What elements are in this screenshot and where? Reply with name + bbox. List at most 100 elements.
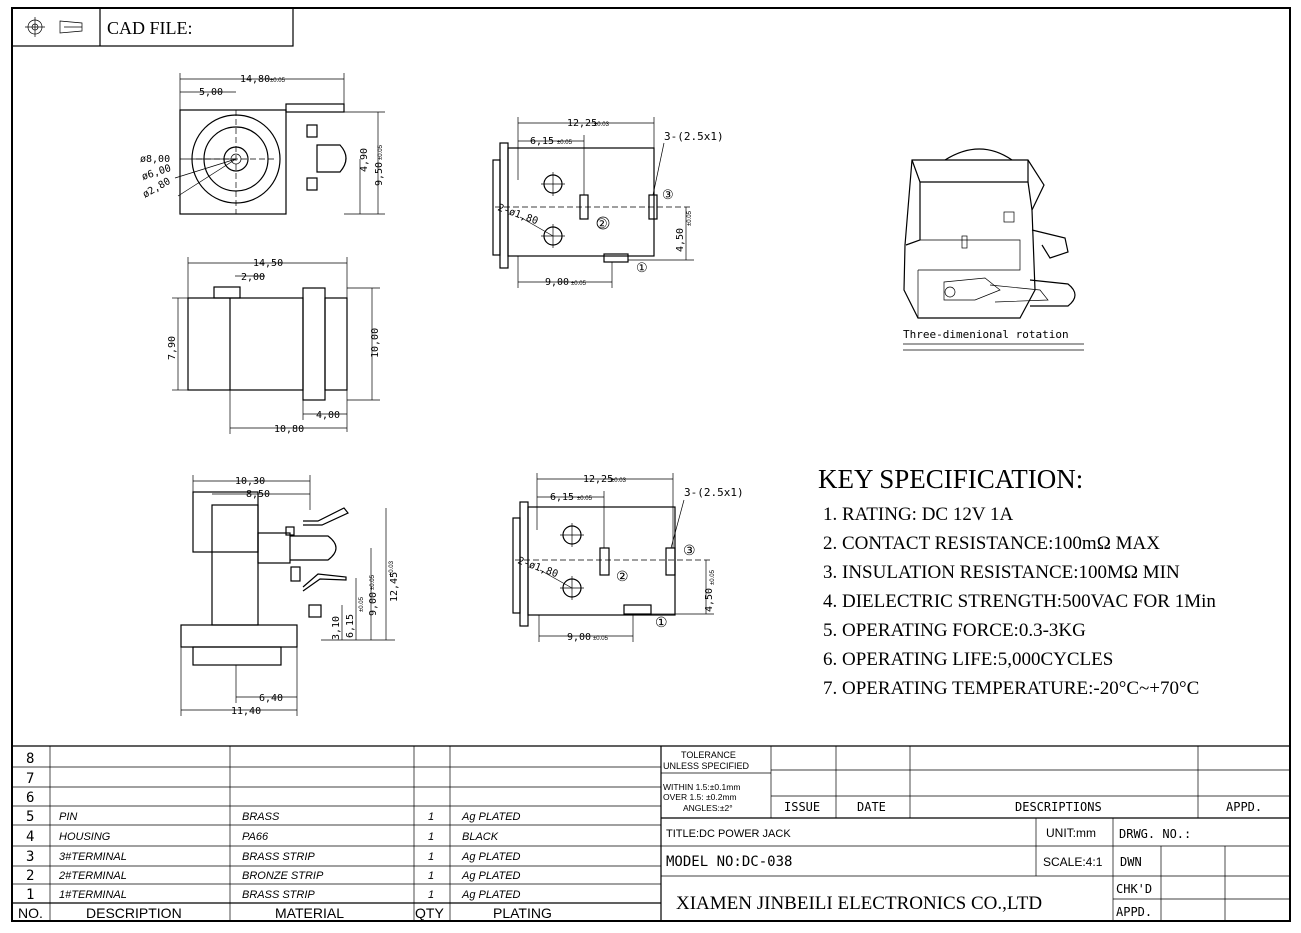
- dim-front-height-tol: ±0.05: [378, 144, 384, 160]
- title-block: TOLERANCE UNLESS SPECIFIED WITHIN 1.5:±0…: [661, 746, 1290, 921]
- table-row: 3 3#TERMINAL BRASS STRIP 1 Ag PLATED: [26, 849, 521, 865]
- dim-front-height: 9,50: [374, 162, 385, 186]
- dim-pcb2-base: 9,00: [567, 632, 591, 643]
- table-row: 7: [26, 771, 34, 787]
- spec-item-1: 1. RATING: DC 12V 1A: [823, 504, 1013, 525]
- table-row: 1 1#TERMINAL BRASS STRIP 1 Ag PLATED: [26, 887, 521, 903]
- date-label: DATE: [857, 800, 886, 814]
- dim-pcb1-base: 9,00: [545, 277, 569, 288]
- dim-pcb1-hole: 2-ø1,80: [496, 202, 539, 227]
- svg-text:1: 1: [428, 889, 434, 901]
- svg-text:QTY: QTY: [415, 905, 444, 921]
- spec-item-7: 7. OPERATING TEMPERATURE:-20°C~+70°C: [823, 678, 1199, 699]
- svg-text:BRASS STRIP: BRASS STRIP: [242, 851, 315, 863]
- cad-file-label: CAD FILE:: [107, 18, 193, 38]
- bottom-view: 10,30 8,50 3,10 6,15 ±0.05 9,00 ±0.05 12…: [180, 475, 400, 717]
- spec-item-5: 5. OPERATING FORCE:0.3-3KG: [823, 620, 1086, 641]
- table-row: 4 HOUSING PA66 1 BLACK: [26, 829, 499, 845]
- dim-pcb1-slot: 3-(2.5x1): [664, 130, 724, 143]
- model-number: MODEL NO:DC-038: [666, 854, 792, 870]
- svg-text:8: 8: [26, 751, 34, 767]
- dim-side-left-height: 7,90: [167, 336, 178, 360]
- dim-front-d1: ø8,00: [140, 154, 170, 165]
- spec-title: KEY SPECIFICATION:: [818, 464, 1083, 494]
- dim-pcb2-hole: 2-ø1,80: [516, 555, 559, 580]
- dwn-label: DWN: [1120, 855, 1142, 869]
- scale-label: SCALE:4:1: [1043, 855, 1103, 869]
- dim-pcb2-pitch: 6,15: [550, 492, 574, 503]
- svg-text:Ag PLATED: Ag PLATED: [461, 811, 521, 823]
- dim-bottom-b1: 6,40: [259, 693, 283, 704]
- svg-text:BRASS STRIP: BRASS STRIP: [242, 889, 315, 901]
- dim-side-tab: 2,00: [241, 272, 265, 283]
- dim-pcb2-pitch-tol: ±0.05: [577, 496, 593, 502]
- sheet-border: [11, 7, 1291, 922]
- dim-bottom-h3: 9,00: [368, 592, 379, 616]
- svg-text:BRASS: BRASS: [242, 811, 280, 823]
- front-view: 14,80 ±0.05 5,00 9,50 ±0.05 4,90 ø8,00 ø…: [140, 73, 385, 215]
- svg-text:PA66: PA66: [242, 831, 269, 843]
- chkd-label: CHK'D: [1116, 882, 1152, 896]
- spec-item-4: 4. DIELECTRIC STRENGTH:500VAC FOR 1Min: [823, 591, 1216, 612]
- svg-text:HOUSING: HOUSING: [59, 831, 111, 843]
- dim-side-flange: 4,00: [316, 410, 340, 421]
- table-row: 6: [26, 790, 34, 806]
- dim-pcb2-width: 12,25: [583, 474, 613, 485]
- dim-pcb1-vertical: 4,50: [675, 228, 686, 252]
- dim-bottom-w1: 10,30: [235, 476, 265, 487]
- dim-front-half: 4,90: [359, 148, 370, 172]
- spec-item-6: 6. OPERATING LIFE:5,000CYCLES: [823, 649, 1113, 670]
- header-box: CAD FILE:: [11, 7, 294, 47]
- svg-text:3: 3: [26, 849, 34, 865]
- pin-2-label-top: ②: [596, 216, 608, 231]
- pin-1-label-bottom: ①: [655, 614, 668, 630]
- dim-pcb1-width: 12,25: [567, 118, 597, 129]
- dim-bottom-h1: 3,10: [331, 616, 342, 640]
- pcb-layout-top: ② ③ ① 12,25 ±0.03 6,15 ±0.05 3-(2.5x1) 2…: [492, 117, 724, 288]
- appd2-label: APPD.: [1116, 905, 1152, 919]
- dim-pcb2-base-tol: ±0.05: [593, 636, 609, 642]
- dim-pcb1-base-tol: ±0.05: [571, 281, 587, 287]
- unit-label: UNIT:mm: [1046, 826, 1096, 840]
- pin-2-label-bottom: ②: [616, 568, 629, 584]
- svg-text:4: 4: [26, 829, 34, 845]
- svg-text:Ag PLATED: Ag PLATED: [461, 889, 521, 901]
- svg-text:1: 1: [428, 811, 434, 823]
- svg-text:1: 1: [26, 887, 34, 903]
- svg-text:2: 2: [26, 868, 34, 884]
- dim-bottom-w2: 8,50: [246, 489, 270, 500]
- bom-table: 8 7 6 5 PIN BRASS 1 Ag PLATED 4 HOUSING …: [12, 745, 1290, 921]
- pin-1-label-top: ①: [636, 260, 648, 275]
- table-row: 8: [26, 751, 34, 767]
- dim-pcb2-slot: 3-(2.5x1): [684, 486, 744, 499]
- dim-bottom-h2: 6,15: [345, 614, 356, 638]
- dim-pcb2-width-tol: ±0.03: [611, 478, 627, 484]
- dim-bottom-h3-tol: ±0.05: [370, 574, 376, 590]
- company-name: XIAMEN JINBEILI ELECTRONICS CO.,LTD: [676, 893, 1042, 914]
- svg-text:1#TERMINAL: 1#TERMINAL: [59, 889, 127, 901]
- dim-side-width: 14,50: [253, 258, 283, 269]
- svg-text:1: 1: [428, 831, 434, 843]
- svg-text:5: 5: [26, 809, 34, 825]
- svg-text:NO.: NO.: [18, 905, 43, 921]
- side-view: 14,50 2,00 7,90 10,00 4,00 10,80: [167, 257, 381, 435]
- svg-text:BRONZE STRIP: BRONZE STRIP: [242, 870, 324, 882]
- dim-front-offset: 5,00: [199, 87, 223, 98]
- drwg-no-label: DRWG. NO.:: [1119, 827, 1191, 841]
- pin-3-label-top: ③: [662, 187, 674, 202]
- dim-side-body: 10,80: [274, 424, 304, 435]
- tolerance-line-4: OVER 1.5: ±0.2mm: [663, 792, 737, 802]
- dim-bottom-h4-tol: ±0.03: [389, 560, 395, 576]
- dim-pcb2-vertical: 4,50: [704, 588, 715, 612]
- table-row: 2 2#TERMINAL BRONZE STRIP 1 Ag PLATED: [26, 868, 521, 884]
- svg-text:1: 1: [428, 870, 434, 882]
- svg-text:MATERIAL: MATERIAL: [275, 905, 344, 921]
- descriptions-label: DESCRIPTIONS: [1015, 800, 1102, 814]
- svg-text:3#TERMINAL: 3#TERMINAL: [59, 851, 127, 863]
- svg-text:Ag PLATED: Ag PLATED: [461, 851, 521, 863]
- dim-pcb1-vertical-tol: ±0.05: [687, 210, 693, 226]
- drawing-title: TITLE:DC POWER JACK: [666, 828, 791, 840]
- table-row: 5 PIN BRASS 1 Ag PLATED: [26, 809, 521, 825]
- tolerance-line-3: WITHIN 1.5:±0.1mm: [663, 782, 740, 792]
- tolerance-line-2: UNLESS SPECIFIED: [663, 761, 750, 771]
